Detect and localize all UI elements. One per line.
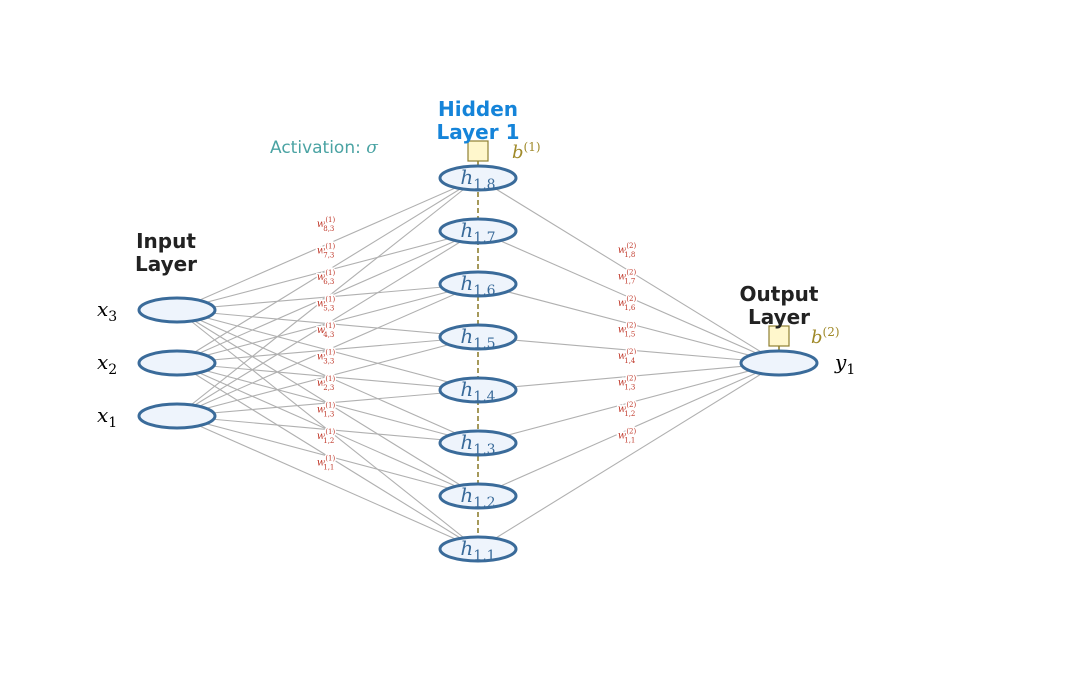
node-h13: h1,3 <box>438 429 518 458</box>
edge-x1-h15 <box>176 336 479 417</box>
node-x3: x3 <box>97 296 217 325</box>
node-h18: h1,8 <box>438 164 518 193</box>
bias-output: b(2) <box>768 325 840 348</box>
weight-labels: w(1)8,3 w(1)7,3 w(1)6,3 w(1)5,3 w(1)4,3 w(1)3… <box>315 215 638 474</box>
weight-label-2-1-4: w(2)1,4 <box>618 348 637 365</box>
weight-label-2-1-7: w(2)1,7 <box>618 269 637 286</box>
weight-label-2-1-3: w(2)1,3 <box>618 375 637 392</box>
edge-x2-h18 <box>176 177 479 364</box>
bias-label: b(1) <box>512 140 541 163</box>
edge-x1-h14 <box>176 389 479 417</box>
node-shape <box>438 482 518 510</box>
edge-x1-h18 <box>176 177 479 417</box>
input-label-x2: x2 <box>97 350 117 378</box>
node-shape <box>438 535 518 563</box>
node-shape <box>137 402 217 430</box>
activation-label: Activation: σ <box>270 138 378 158</box>
edge-x1-h17 <box>176 230 479 417</box>
node-h15: h1,5 <box>438 323 518 352</box>
node-shape <box>438 429 518 457</box>
bias-box <box>768 325 790 347</box>
weight-label-1-2-3: w(1)2,3 <box>317 375 336 392</box>
node-y1: y1 <box>739 349 855 378</box>
node-shape <box>438 217 518 245</box>
weight-label-1-6-3: w(1)6,3 <box>317 269 336 286</box>
node-h11: h1,1 <box>438 535 518 564</box>
weight-label-1-7-3: w(1)7,3 <box>317 243 336 260</box>
edge-h11-y1 <box>477 362 780 550</box>
weight-label-1-4-3: w(1)4,3 <box>317 322 336 339</box>
weight-label-1-8-3: w(1)8,3 <box>317 216 336 233</box>
hidden-label-h17: h1,7 <box>460 218 495 246</box>
weight-label-2-1-1: w(2)1,1 <box>618 428 637 445</box>
hidden-label-h18: h1,8 <box>460 165 495 193</box>
edge-x1-h16 <box>176 283 479 417</box>
weight-label-1-1-3: w(1)1,3 <box>317 402 336 419</box>
node-h17: h1,7 <box>438 217 518 246</box>
weight-label-2-1-2: w(2)1,2 <box>618 401 637 418</box>
edge-h14-y1 <box>477 362 780 391</box>
output-label-y1: y1 <box>834 350 855 378</box>
connection-edges <box>176 177 780 550</box>
bias-box <box>467 140 489 162</box>
edge-x1-h12 <box>176 415 479 497</box>
node-h16: h1,6 <box>438 270 518 299</box>
weight-label-1-5-3: w(1)5,3 <box>317 296 336 313</box>
hidden-label-h13: h1,3 <box>460 430 495 458</box>
node-h12: h1,2 <box>438 482 518 511</box>
edge-h13-y1 <box>477 362 780 444</box>
node-shape <box>739 349 819 377</box>
edge-h16-y1 <box>477 283 780 364</box>
hidden-label-h16: h1,6 <box>460 271 495 299</box>
weight-label-2-1-5: w(2)1,5 <box>618 322 637 339</box>
node-shape <box>438 376 518 404</box>
input-label-x3: x3 <box>97 297 117 325</box>
bias-hidden: b(1) <box>467 140 541 163</box>
edge-h15-y1 <box>477 336 780 364</box>
edge-x1-h13 <box>176 415 479 444</box>
hidden-label-h11: h1,1 <box>460 536 495 564</box>
node-x1: x1 <box>97 402 217 431</box>
edge-h18-y1 <box>477 177 780 364</box>
weight-label-2-1-8: w(2)1,8 <box>618 242 637 259</box>
edge-h17-y1 <box>477 230 780 364</box>
hidden-label-h14: h1,4 <box>460 377 495 405</box>
bias-label: b(2) <box>811 325 840 348</box>
node-shape <box>137 296 217 324</box>
input-label-x1: x1 <box>97 403 117 431</box>
edge-h12-y1 <box>477 362 780 497</box>
node-shape <box>438 164 518 192</box>
neuron-nodes: x3 x2 x1 h1,8 h1,7 h1,6 h1,5 h1,4 h1,3 h1,2 h1,1 y1… <box>97 140 855 564</box>
node-shape <box>137 349 217 377</box>
edge-x3-h18 <box>176 177 479 311</box>
weight-label-1-1-1: w(1)1,1 <box>317 455 336 472</box>
weight-label-1-1-2: w(1)1,2 <box>317 428 336 445</box>
hidden-label-h12: h1,2 <box>460 483 495 511</box>
node-h14: h1,4 <box>438 376 518 405</box>
edge-x1-h11 <box>176 415 479 550</box>
weight-label-1-3-3: w(1)3,3 <box>317 349 336 366</box>
node-shape <box>438 323 518 351</box>
node-x2: x2 <box>97 349 217 378</box>
hidden-label-h15: h1,5 <box>460 324 495 352</box>
weight-label-2-1-6: w(2)1,6 <box>618 295 637 312</box>
node-shape <box>438 270 518 298</box>
